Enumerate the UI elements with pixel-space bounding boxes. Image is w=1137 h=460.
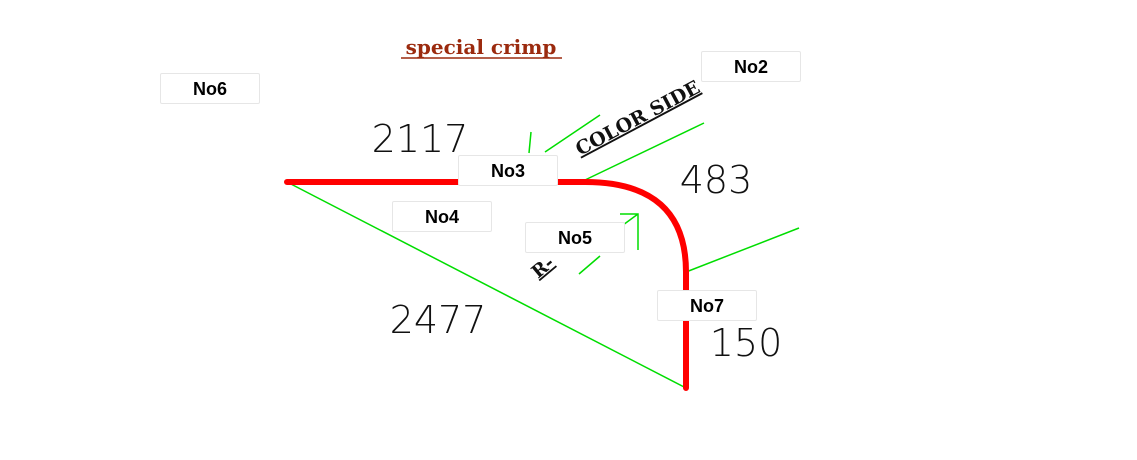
- color-side-arrow-line: [544, 114, 601, 153]
- radius-leader-line: [578, 255, 601, 275]
- tag-no6[interactable]: No6: [160, 73, 260, 104]
- tag-no3[interactable]: No3: [458, 155, 558, 186]
- tag-no2[interactable]: No2: [701, 51, 801, 82]
- crimp-profile-line: [284, 179, 689, 391]
- leg-extension-line: [685, 227, 800, 273]
- drawing-title: special crimp: [406, 35, 557, 59]
- tag-no4[interactable]: No4: [392, 201, 492, 232]
- bend-extension-line: [584, 122, 705, 181]
- dimension-top-flange: 2117: [372, 117, 469, 161]
- dimension-bend-segment: 483: [680, 158, 753, 202]
- tag-no7[interactable]: No7: [657, 290, 757, 321]
- tag-no5[interactable]: No5: [525, 222, 625, 253]
- radius-label: R-: [528, 252, 559, 283]
- guide-tick-top: [528, 131, 532, 154]
- diagonal-guide-line: [286, 181, 687, 389]
- dimension-diagonal: 2477: [390, 298, 487, 342]
- color-side-label: COLOR SIDE: [572, 76, 704, 160]
- dimension-vertical-leg: 150: [710, 321, 783, 365]
